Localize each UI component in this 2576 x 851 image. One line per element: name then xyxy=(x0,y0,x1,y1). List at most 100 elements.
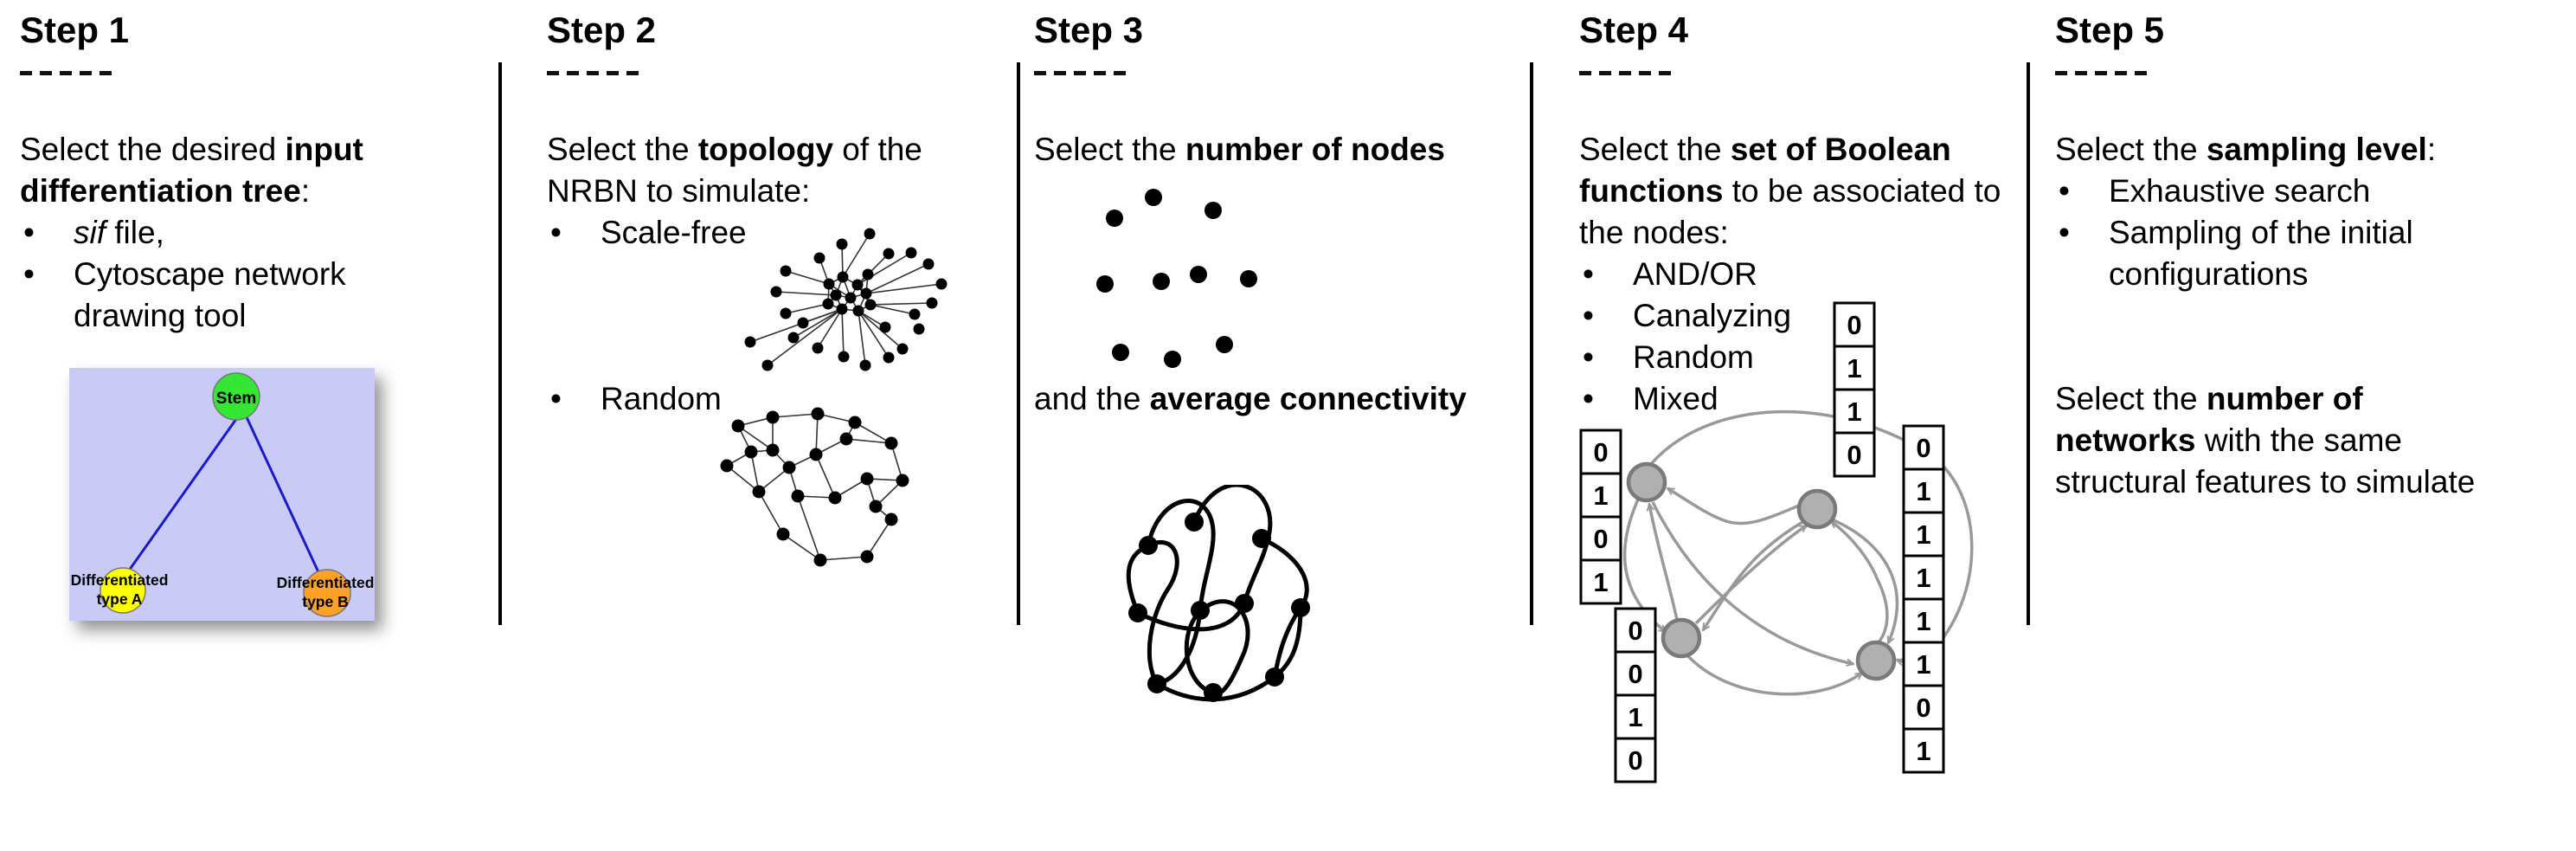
text-segment: NRBN to simulate: xyxy=(547,173,811,209)
dash xyxy=(547,71,559,75)
dash xyxy=(626,71,639,75)
dash xyxy=(1054,71,1066,75)
dashed-separator xyxy=(547,71,639,75)
svg-text:1: 1 xyxy=(1916,563,1930,593)
text-segment: AND/OR xyxy=(1633,256,1757,292)
step-title: Step 2 xyxy=(547,10,657,50)
bullet-dot: • xyxy=(2059,173,2070,209)
text-line: • Random xyxy=(547,378,722,420)
text-segment: number of nodes xyxy=(1185,132,1445,167)
step-title: Step 5 xyxy=(2055,10,2165,50)
svg-text:1: 1 xyxy=(1593,480,1608,511)
dashed-separator xyxy=(20,71,112,75)
dash xyxy=(1114,71,1126,75)
dash xyxy=(2075,71,2087,75)
svg-text:0: 0 xyxy=(1628,616,1642,646)
dash xyxy=(2095,71,2107,75)
dash xyxy=(1599,71,1611,75)
text-line: differentiation tree: xyxy=(20,171,310,212)
step-title: Step 1 xyxy=(20,10,130,50)
bullet-dot: • xyxy=(1583,339,1594,375)
text-segment: structural features to simulate xyxy=(2055,464,2476,500)
text-segment: Select the xyxy=(1579,132,1731,167)
text-segment: sif xyxy=(74,215,106,250)
text-segment: Sampling of the initial xyxy=(2109,215,2413,250)
average-connectivity-figure xyxy=(1126,485,1310,702)
dash xyxy=(1639,71,1651,75)
text-segment: sampling level xyxy=(2206,132,2427,167)
text-segment: of the xyxy=(833,132,922,167)
bullet-dot: • xyxy=(1583,298,1594,333)
bullet-dot: • xyxy=(23,215,35,250)
text-segment: configurations xyxy=(2109,256,2309,292)
dash xyxy=(60,71,72,75)
svg-text:Differentiated: Differentiated xyxy=(71,571,169,589)
text-line: •Exhaustive search xyxy=(2055,171,2370,212)
text-line: Select the set of Boolean xyxy=(1579,129,1951,171)
scale-free-network-figure xyxy=(744,228,948,371)
text-segment: Select the desired xyxy=(20,132,286,167)
text-segment: file, xyxy=(106,215,164,250)
text-line: NRBN to simulate: xyxy=(547,171,810,212)
dash xyxy=(1074,71,1086,75)
svg-text:0: 0 xyxy=(1847,310,1861,340)
dash xyxy=(2115,71,2127,75)
dash xyxy=(587,71,599,75)
dash xyxy=(1094,71,1106,75)
text-line: •Mixed xyxy=(1579,378,1718,420)
svg-text:1: 1 xyxy=(1628,702,1642,732)
step-title: Step 3 xyxy=(1034,10,1144,50)
svg-text:1: 1 xyxy=(1916,476,1930,506)
text-line: functions to be associated to xyxy=(1579,171,2001,212)
svg-text:1: 1 xyxy=(1847,396,1861,427)
svg-text:0: 0 xyxy=(1916,433,1930,463)
text-segment: Random xyxy=(601,381,722,416)
text-line: Select the number of xyxy=(2055,378,2363,420)
svg-text:1: 1 xyxy=(1593,567,1608,597)
text-line: the nodes: xyxy=(1579,212,1729,254)
svg-text:0: 0 xyxy=(1628,659,1642,689)
svg-text:type B: type B xyxy=(302,593,348,610)
svg-text:1: 1 xyxy=(1916,736,1930,766)
dash xyxy=(1579,71,1591,75)
text-line: drawing tool xyxy=(20,295,247,337)
text-segment: differentiation tree xyxy=(20,173,301,209)
text-segment: Select the xyxy=(2055,381,2207,416)
bullet-dot: • xyxy=(2059,215,2070,250)
svg-text:Differentiated: Differentiated xyxy=(277,574,375,591)
text-line: Select the desired input xyxy=(20,129,363,171)
text-line: •Random xyxy=(1579,337,1754,378)
text-line: •AND/OR xyxy=(1579,254,1757,295)
svg-text:1: 1 xyxy=(1847,353,1861,384)
svg-text:1: 1 xyxy=(1916,649,1930,680)
text-segment: : xyxy=(300,173,311,209)
text-segment: the nodes: xyxy=(1579,215,1729,250)
text-segment: Select the xyxy=(1034,132,1185,167)
bullet-dot: • xyxy=(1583,381,1594,416)
svg-text:0: 0 xyxy=(1593,437,1608,467)
bullet-dot: • xyxy=(550,215,562,250)
column-divider xyxy=(1017,62,1020,625)
svg-text:Stem: Stem xyxy=(216,390,256,408)
column-divider xyxy=(1530,62,1533,625)
column-divider xyxy=(498,62,502,625)
text-line: Select the topology of the xyxy=(547,129,922,171)
text-segment: number of xyxy=(2206,381,2363,416)
dash xyxy=(1034,71,1046,75)
bullet-dot: • xyxy=(550,381,562,416)
text-segment: topology xyxy=(697,132,834,167)
bullet-dot: • xyxy=(23,256,35,292)
dash xyxy=(1659,71,1671,75)
text-segment: drawing tool xyxy=(74,298,247,333)
text-segment: to be associated to xyxy=(1723,173,2001,209)
svg-text:0: 0 xyxy=(1916,693,1930,723)
text-segment: networks xyxy=(2055,422,2196,458)
